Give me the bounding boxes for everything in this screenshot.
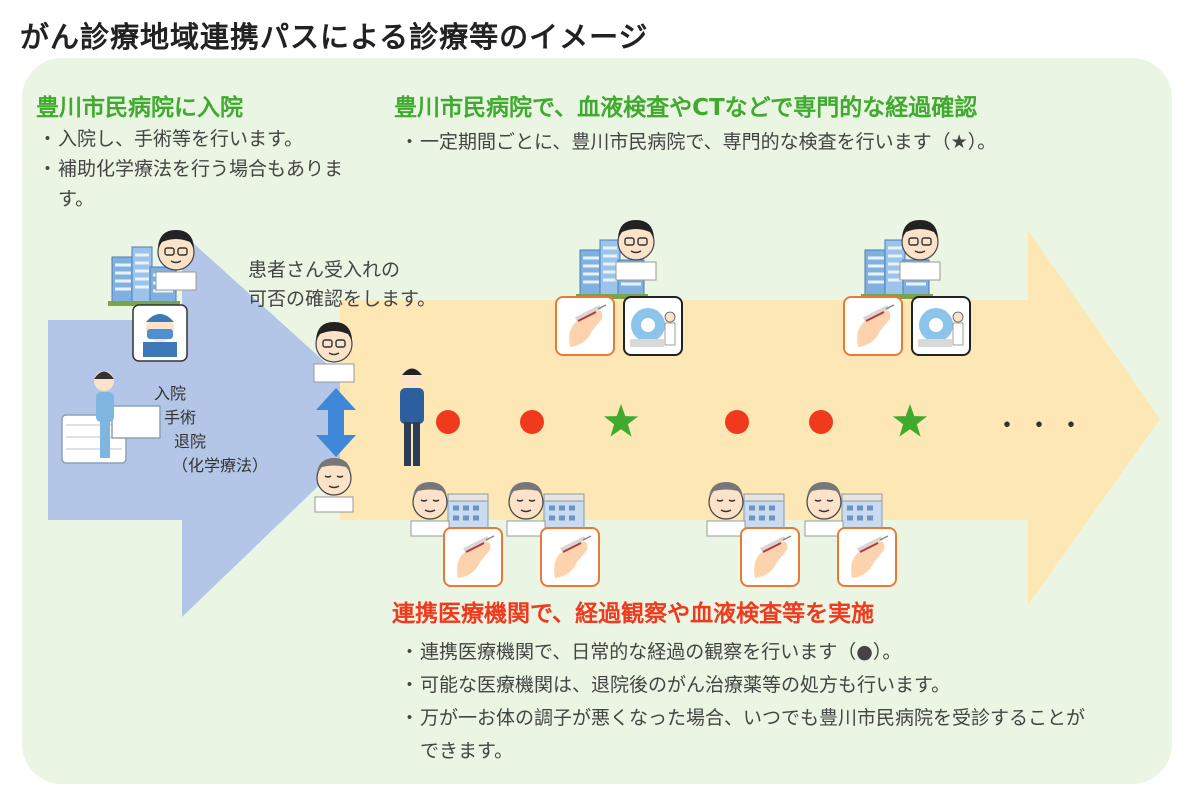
partner-doctor-figure (314, 457, 354, 513)
walking-patient-illustration (400, 367, 424, 466)
step-admission: 入院 (154, 384, 187, 403)
two-way-arrow (316, 388, 356, 457)
step-discharge: 退院 (174, 432, 207, 451)
red-dot-4 (809, 410, 833, 434)
admission-bullets: 入院し、手術等を行います。 補助化学療法を行う場合もあります。 (38, 124, 358, 214)
confirm-note-line-2: 可否の確認をします。 (248, 288, 437, 310)
page-title: がん診療地域連携パスによる診療等のイメージ (20, 20, 649, 54)
list-item: 一定期間ごとに、豊川市民病院で、専門的な検査を行います（★）。 (400, 127, 1140, 157)
specialist-bullets: 一定期間ごとに、豊川市民病院で、専門的な検査を行います（★）。 (400, 127, 1140, 157)
hospital-doctor-figure (313, 321, 355, 383)
admission-heading: 豊川市民病院に入院 (36, 95, 243, 121)
list-item: 入院し、手術等を行います。 (38, 124, 358, 154)
green-star-1 (603, 404, 639, 437)
list-item: 万が一お体の調子が悪くなった場合、いつでも豊川市民病院を受診することができます。 (400, 702, 1090, 768)
red-dot-1 (436, 410, 460, 434)
red-dot-3 (725, 410, 749, 434)
partner-heading: 連携医療機関で、経過観察や血液検査等を実施 (392, 601, 875, 627)
red-dot-2 (520, 410, 544, 434)
partner-visit-1 (410, 481, 504, 588)
continuation-ellipsis: ・・・ (994, 411, 1091, 441)
list-item: 連携医療機関で、日常的な経過の観察を行います（●）。 (400, 636, 1090, 669)
list-item: 補助化学療法を行う場合もあります。 (38, 154, 358, 214)
step-chemotherapy: （化学療法） (172, 456, 269, 475)
confirm-note-line-1: 患者さん受入れの (248, 259, 401, 281)
patient-in-bed-illustration (61, 371, 161, 464)
step-surgery: 手術 (164, 408, 197, 427)
green-star-2 (892, 404, 928, 437)
partner-visit-4 (804, 481, 898, 588)
list-item: 可能な医療機関は、退院後のがん治療薬等の処方も行います。 (400, 669, 1090, 702)
specialist-heading: 豊川市民病院で、血液検査やCTなどで専門的な経過確認 (394, 95, 978, 121)
confirm-note: 患者さん受入れの 可否の確認をします。 (248, 256, 436, 314)
surgeon-card (132, 304, 188, 362)
partner-bullets: 連携医療機関で、日常的な経過の観察を行います（●）。 可能な医療機関は、退院後の… (400, 636, 1090, 768)
treatment-steps: 入院 手術 退院 （化学療法） (154, 382, 268, 478)
